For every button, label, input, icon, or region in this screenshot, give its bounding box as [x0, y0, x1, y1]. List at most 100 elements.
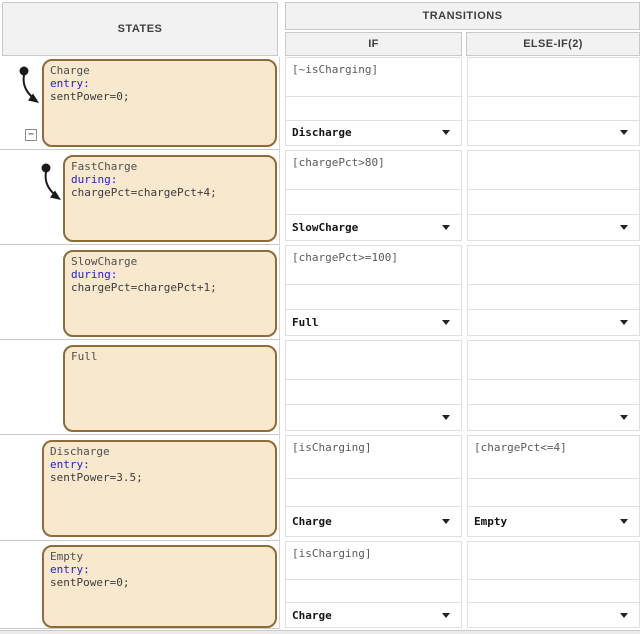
- elseif-destination-dropdown[interactable]: [467, 308, 640, 336]
- transition-row-empty: [isCharging] Charge: [285, 541, 640, 629]
- elseif-condition-cell[interactable]: [467, 245, 640, 286]
- if-destination-dropdown[interactable]: Charge: [285, 506, 462, 537]
- state-box-full[interactable]: Full: [63, 345, 277, 432]
- if-action-cell[interactable]: [285, 95, 462, 121]
- states-column: STATES − Charge entry: sentPower=0;: [0, 0, 280, 630]
- state-keyword: entry:: [50, 563, 90, 576]
- if-condition-cell[interactable]: [285, 340, 462, 381]
- state-row-empty: Empty entry: sentPower=0;: [0, 541, 279, 629]
- transitions-header: TRANSITIONS: [285, 2, 640, 30]
- transition-row-charge: [~isCharging] Discharge: [285, 57, 640, 150]
- if-action-cell[interactable]: [285, 379, 462, 405]
- dropdown-arrow-icon[interactable]: [442, 224, 450, 230]
- state-name: Empty: [50, 550, 84, 563]
- destination-label: Charge: [292, 515, 332, 529]
- destination-label: Charge: [292, 608, 332, 622]
- state-box-slowcharge[interactable]: SlowCharge during: chargePct=chargePct+1…: [63, 250, 277, 337]
- transitions-body: [~isCharging] Discharge: [285, 57, 640, 629]
- states-body: − Charge entry: sentPower=0; FastCharge …: [0, 57, 280, 629]
- state-row-fastcharge: FastCharge during: chargePct=chargePct+4…: [0, 150, 279, 245]
- state-name: Full: [71, 350, 98, 363]
- default-transition-arrow-icon: [19, 66, 39, 103]
- state-code: sentPower=0;: [50, 90, 130, 103]
- state-code: chargePct=chargePct+1;: [71, 281, 217, 294]
- transition-row-full: [285, 340, 640, 435]
- dropdown-arrow-icon[interactable]: [620, 130, 628, 136]
- if-column-header: IF: [285, 32, 462, 56]
- dropdown-arrow-icon[interactable]: [442, 130, 450, 136]
- if-destination-dropdown[interactable]: Charge: [285, 602, 462, 628]
- transition-row-discharge: [isCharging] Charge [chargePct<=4] Empty: [285, 435, 640, 541]
- state-name: FastCharge: [71, 160, 138, 173]
- elseif-destination-dropdown[interactable]: [467, 403, 640, 431]
- elseif-condition-cell[interactable]: [467, 57, 640, 97]
- collapse-icon[interactable]: −: [25, 129, 37, 141]
- state-name: Discharge: [50, 445, 110, 458]
- elseif-action-cell[interactable]: [467, 578, 640, 604]
- dropdown-arrow-icon[interactable]: [620, 414, 628, 420]
- state-keyword: during:: [71, 173, 118, 186]
- dropdown-arrow-icon[interactable]: [620, 612, 628, 618]
- if-condition-cell[interactable]: [~isCharging]: [285, 57, 462, 97]
- if-destination-dropdown[interactable]: [285, 403, 462, 431]
- elseif-destination-dropdown[interactable]: [467, 119, 640, 146]
- elseif-destination-dropdown[interactable]: [467, 213, 640, 241]
- elseif-action-cell[interactable]: [467, 95, 640, 121]
- elseif-action-cell[interactable]: [467, 284, 640, 310]
- dropdown-arrow-icon[interactable]: [620, 519, 628, 525]
- dropdown-arrow-icon[interactable]: [620, 224, 628, 230]
- transition-row-fastcharge: [chargePct>80] SlowCharge: [285, 150, 640, 245]
- elseif-condition-cell[interactable]: [chargePct<=4]: [467, 435, 640, 480]
- dropdown-arrow-icon[interactable]: [442, 519, 450, 525]
- state-code: sentPower=0;: [50, 576, 130, 589]
- elseif-action-cell[interactable]: [467, 379, 640, 405]
- state-box-fastcharge[interactable]: FastCharge during: chargePct=chargePct+4…: [63, 155, 277, 242]
- if-action-cell[interactable]: [285, 189, 462, 215]
- state-row-charge: − Charge entry: sentPower=0;: [0, 57, 279, 150]
- elseif-condition-cell[interactable]: [467, 541, 640, 580]
- elseif-action-cell[interactable]: [467, 189, 640, 215]
- dropdown-arrow-icon[interactable]: [442, 319, 450, 325]
- dropdown-arrow-icon[interactable]: [442, 612, 450, 618]
- if-destination-dropdown[interactable]: Discharge: [285, 119, 462, 146]
- states-header: STATES: [2, 2, 278, 56]
- state-keyword: entry:: [50, 77, 90, 90]
- transitions-column: TRANSITIONS IF ELSE-IF(2) [~isCharging] …: [285, 0, 640, 630]
- if-condition-cell[interactable]: [chargePct>80]: [285, 150, 462, 191]
- state-code: sentPower=3.5;: [50, 471, 143, 484]
- if-destination-dropdown[interactable]: SlowCharge: [285, 213, 462, 241]
- if-action-cell[interactable]: [285, 284, 462, 310]
- transition-row-slowcharge: [chargePct>=100] Full: [285, 245, 640, 340]
- elseif-destination-dropdown[interactable]: [467, 602, 640, 628]
- if-action-cell[interactable]: [285, 478, 462, 508]
- state-row-discharge: Discharge entry: sentPower=3.5;: [0, 435, 279, 541]
- state-name: SlowCharge: [71, 255, 138, 268]
- dropdown-arrow-icon[interactable]: [442, 414, 450, 420]
- elseif-condition-cell[interactable]: [467, 340, 640, 381]
- table-bottom-edge: [0, 630, 640, 634]
- else-if-column-header: ELSE-IF(2): [466, 32, 640, 56]
- if-destination-dropdown[interactable]: Full: [285, 308, 462, 336]
- if-condition-cell[interactable]: [isCharging]: [285, 435, 462, 480]
- elseif-action-cell[interactable]: [467, 478, 640, 508]
- state-row-slowcharge: SlowCharge during: chargePct=chargePct+1…: [0, 245, 279, 340]
- elseif-condition-cell[interactable]: [467, 150, 640, 191]
- elseif-destination-dropdown[interactable]: Empty: [467, 506, 640, 537]
- state-name: Charge: [50, 64, 90, 77]
- state-keyword: during:: [71, 268, 118, 281]
- state-box-charge[interactable]: Charge entry: sentPower=0;: [42, 59, 277, 147]
- if-condition-cell[interactable]: [isCharging]: [285, 541, 462, 580]
- state-code: chargePct=chargePct+4;: [71, 186, 217, 199]
- destination-label: Discharge: [292, 126, 352, 140]
- state-box-empty[interactable]: Empty entry: sentPower=0;: [42, 545, 277, 628]
- if-condition-cell[interactable]: [chargePct>=100]: [285, 245, 462, 286]
- state-box-discharge[interactable]: Discharge entry: sentPower=3.5;: [42, 440, 277, 537]
- default-transition-arrow-icon: [41, 163, 61, 200]
- destination-label: Full: [292, 315, 319, 329]
- dropdown-arrow-icon[interactable]: [620, 319, 628, 325]
- transitions-column-headers: IF ELSE-IF(2): [285, 32, 640, 56]
- state-keyword: entry:: [50, 458, 90, 471]
- if-action-cell[interactable]: [285, 578, 462, 604]
- destination-label: Empty: [474, 515, 508, 529]
